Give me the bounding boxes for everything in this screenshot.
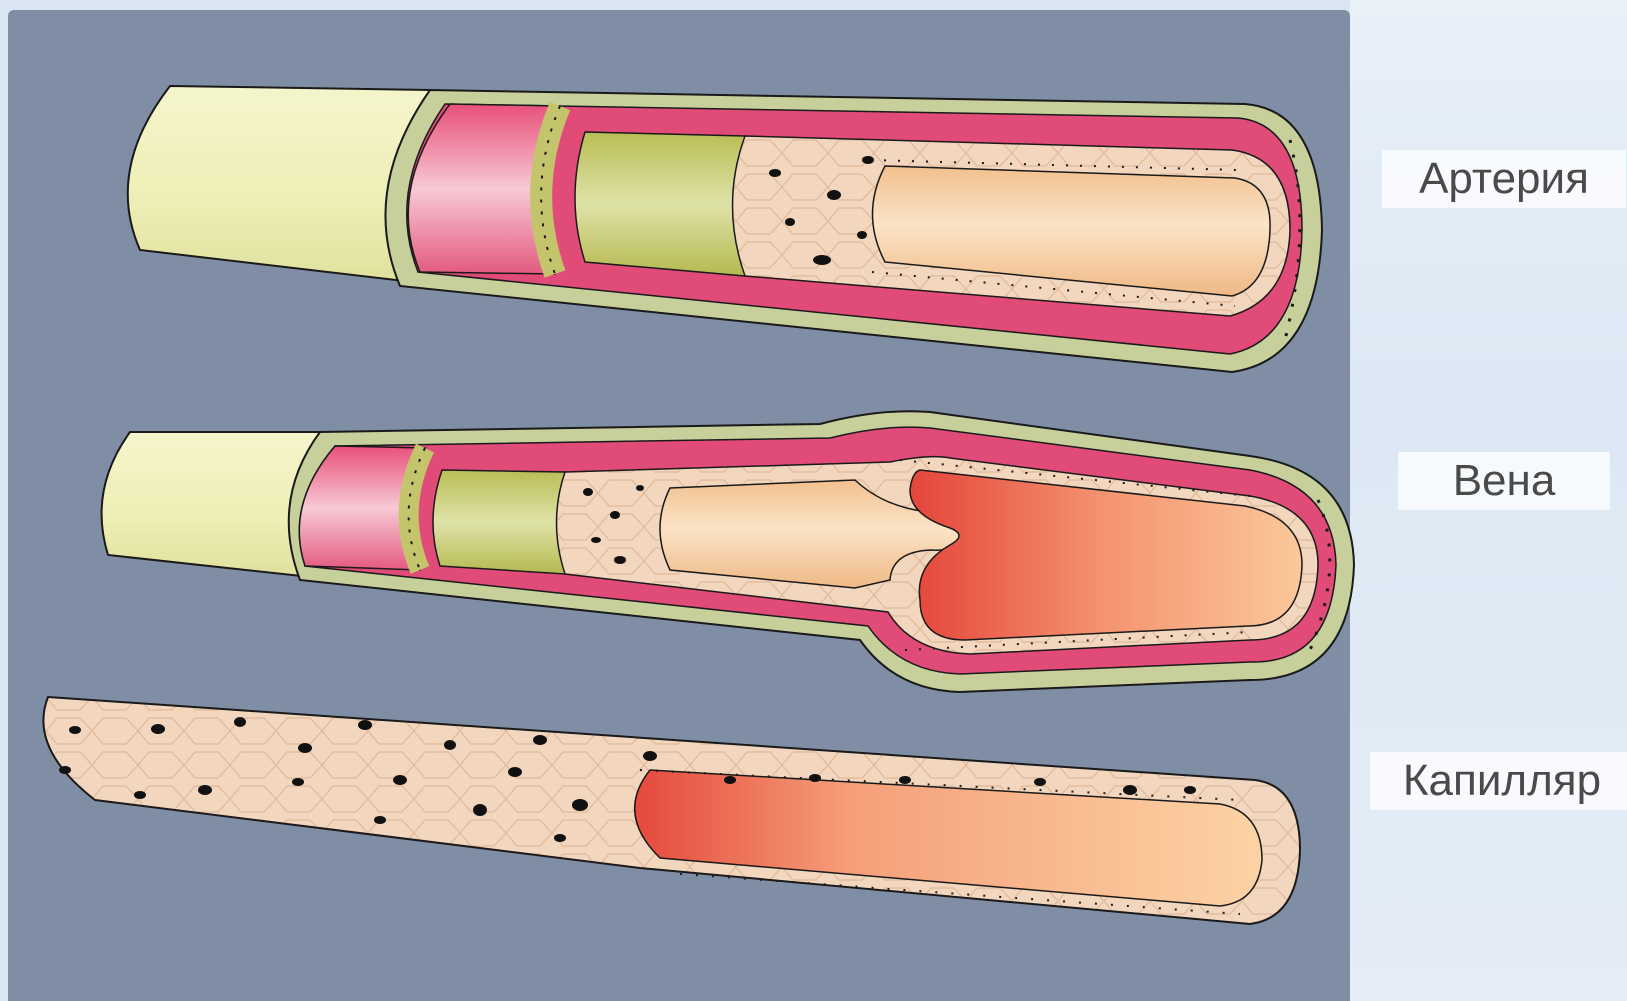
artery-diagram <box>128 86 1322 372</box>
vein-diagram <box>102 411 1354 692</box>
capillary-diagram <box>43 697 1300 924</box>
label-vein: Вена <box>1398 452 1610 510</box>
label-artery: Артерия <box>1382 150 1626 208</box>
label-capillary: Капилляр <box>1370 752 1627 810</box>
